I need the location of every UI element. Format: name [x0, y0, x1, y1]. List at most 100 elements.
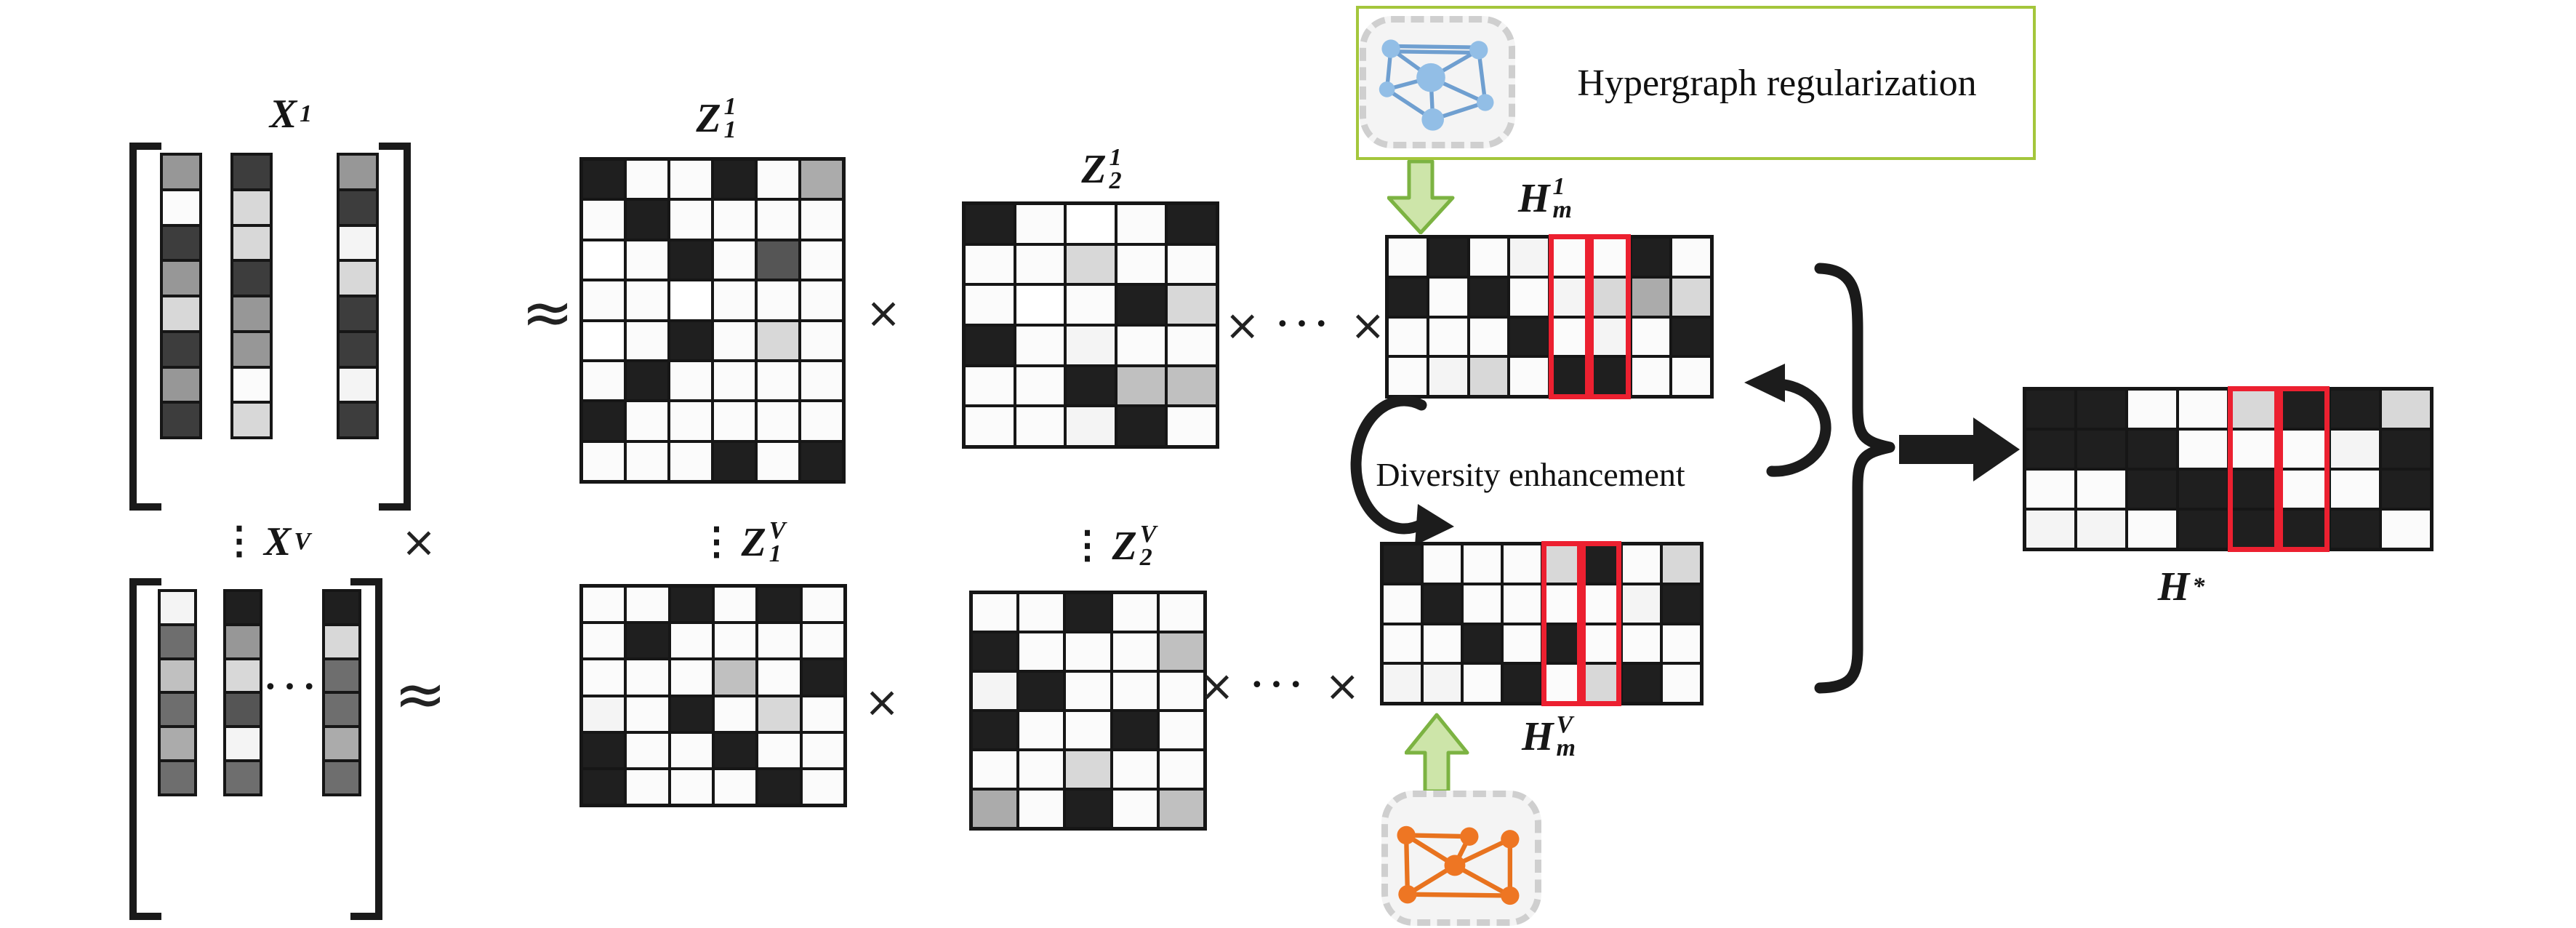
matrix-cell	[1543, 545, 1581, 583]
vector-cell	[233, 368, 270, 401]
matrix-cell	[1423, 585, 1461, 623]
matrix-cell	[1463, 545, 1501, 583]
matrix-cell	[1469, 278, 1508, 316]
matrix-cell	[966, 327, 1014, 364]
label-zv1-sup: V	[769, 516, 786, 544]
matrix-cell	[1168, 286, 1216, 324]
matrix-cell	[2178, 431, 2227, 468]
matrix-cell	[1112, 712, 1157, 748]
matrix-cell	[1016, 367, 1064, 405]
vector-cell	[226, 762, 260, 793]
matrix-cell	[1016, 205, 1064, 243]
vector-cell	[161, 625, 194, 657]
matrix-cell	[1384, 545, 1421, 583]
matrix-cell	[1583, 665, 1621, 702]
hypergraph-box-label: Hypergraph regularization	[1577, 62, 1977, 104]
matrix-cell	[802, 660, 843, 695]
label-z12-sub: 2	[1109, 167, 1122, 194]
matrix-cell	[714, 442, 755, 480]
vector-cell	[340, 368, 376, 401]
matrix-z12	[962, 201, 1219, 449]
matrix-cell	[2178, 391, 2227, 428]
matrix-cell	[1168, 327, 1216, 364]
matrix-cell	[670, 588, 712, 622]
times-dots-times-bottom: × ••• ×	[1199, 655, 1360, 716]
matrix-cell	[583, 624, 625, 658]
vector-cell	[226, 592, 260, 623]
matrix-cell	[1019, 791, 1064, 827]
matrix-zv1	[579, 584, 847, 807]
matrix-cell	[627, 697, 668, 731]
vector-cell	[233, 156, 270, 188]
green-up-arrow-icon	[1405, 713, 1469, 793]
matrix-cell	[1067, 367, 1115, 405]
vector-cell	[161, 762, 194, 793]
times-symbol: ×	[1199, 660, 1235, 711]
x1-column-3	[337, 153, 379, 439]
matrix-cell	[1117, 407, 1165, 445]
curly-brace	[1814, 263, 1895, 694]
matrix-cell	[1663, 625, 1700, 663]
approx-symbol-top: ≈	[521, 276, 574, 349]
ellipsis-dots: •••	[1250, 672, 1309, 698]
matrix-cell	[1583, 585, 1621, 623]
matrix-cell	[1463, 625, 1501, 663]
vertical-ellipsis: ⋮	[697, 521, 736, 563]
matrix-cell	[2026, 391, 2074, 428]
matrix-cell	[801, 241, 842, 279]
times-symbol-bottom: ×	[864, 677, 900, 727]
label-hvm-sub: m	[1556, 735, 1576, 761]
matrix-cell	[2382, 391, 2430, 428]
matrix-cell	[1623, 545, 1661, 583]
times-dots-times-top: × ••• ×	[1224, 292, 1385, 358]
matrix-cell	[2280, 391, 2329, 428]
matrix-cell	[1389, 358, 1427, 395]
vector-cell	[340, 191, 376, 224]
matrix-cell	[1591, 278, 1629, 316]
matrix-cell	[2178, 471, 2227, 508]
matrix-cell	[714, 361, 755, 400]
matrix-cell	[1117, 245, 1165, 284]
label-xv-base: X	[263, 519, 292, 564]
matrix-cell	[1384, 625, 1421, 663]
matrix-cell	[2026, 471, 2074, 508]
matrix-cell	[627, 241, 667, 279]
matrix-cell	[627, 733, 668, 767]
matrix-cell	[627, 201, 667, 239]
matrix-cell	[802, 769, 843, 804]
matrix-cell	[1663, 585, 1700, 623]
matrix-cell	[1672, 358, 1710, 395]
matrix-cell	[1019, 712, 1064, 748]
matrix-cell	[1543, 585, 1581, 623]
matrix-cell	[1551, 318, 1589, 356]
label-hstar-base: H	[2157, 564, 2190, 609]
matrix-cell	[627, 588, 668, 622]
graph-icon	[1381, 791, 1541, 926]
matrix-cell	[1632, 239, 1670, 276]
matrix-cell	[1117, 327, 1165, 364]
matrix-cell	[758, 733, 800, 767]
matrix-cell	[627, 660, 668, 695]
matrix-cell	[1067, 327, 1115, 364]
matrix-cell	[1423, 665, 1461, 702]
matrix-cell	[670, 201, 711, 239]
matrix-cell	[1551, 239, 1589, 276]
matrix-cell	[1159, 594, 1203, 631]
matrix-cell	[1623, 665, 1661, 702]
vector-cell	[226, 694, 260, 726]
label-hstar-sup: *	[2192, 573, 2205, 600]
matrix-cell	[1117, 205, 1165, 243]
matrix-cell	[758, 588, 800, 622]
matrix-cell	[627, 361, 667, 400]
hypergraph-icon	[1360, 16, 1515, 148]
label-h1m-sup: 1	[1552, 172, 1565, 200]
matrix-cell	[670, 321, 711, 359]
vector-cell	[163, 368, 199, 401]
matrix-cell	[758, 161, 798, 199]
times-symbol: ×	[1350, 300, 1386, 350]
matrix-cell	[1623, 585, 1661, 623]
matrix-cell	[627, 402, 667, 440]
